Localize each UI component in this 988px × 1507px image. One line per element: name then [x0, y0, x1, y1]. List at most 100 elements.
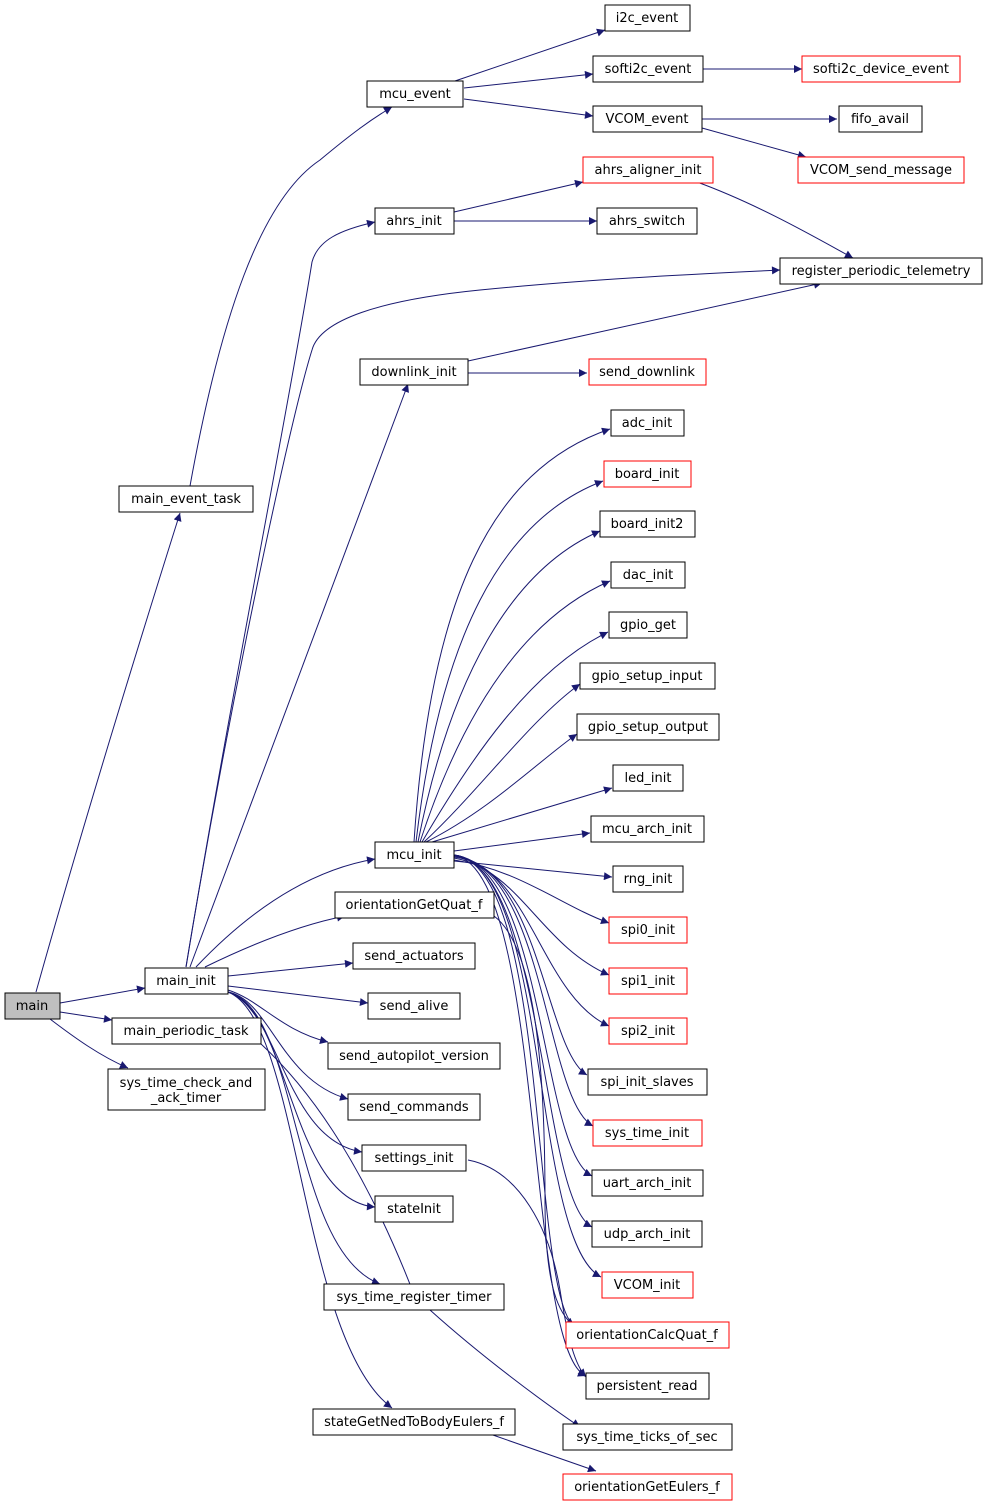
node-label: persistent_read [597, 1379, 698, 1394]
node-label: VCOM_event [606, 112, 689, 127]
edge-vcom-event-to-vcom-send-message [701, 127, 807, 159]
edge-state-get-ned-to-orientation-get-eulers [489, 1433, 597, 1473]
node-i2c-event[interactable]: i2c_event [604, 4, 691, 32]
node-board-init2[interactable]: board_init2 [599, 510, 696, 538]
edge-mcu-event-to-vcom-event [463, 98, 594, 119]
node-main-event-task[interactable]: main_event_task [118, 485, 254, 513]
edge-mcu-init-to-persistent-read [453, 854, 587, 1377]
node-label: board_init2 [611, 517, 684, 532]
node-sys-time-ticks-of-sec[interactable]: sys_time_ticks_of_sec [562, 1423, 733, 1451]
edge-main-init-to-sys-time-register-timer [227, 991, 381, 1285]
node-orientation-get-eulers-f[interactable]: orientationGetEulers_f [562, 1473, 733, 1501]
edge-main-init-to-state-init [227, 991, 376, 1211]
edge-mcu-init-to-vcom-init [453, 854, 602, 1278]
node-gpio-get[interactable]: gpio_get [608, 611, 688, 639]
edge-mcu-init-to-gpio-setup-input [423, 683, 581, 843]
node-gpio-setup-output[interactable]: gpio_setup_output [576, 713, 720, 741]
node-label: stateInit [387, 1202, 441, 1217]
node-settings-init[interactable]: settings_init [361, 1144, 467, 1172]
node-mcu-arch-init[interactable]: mcu_arch_init [590, 815, 705, 843]
node-softi2c-event[interactable]: softi2c_event [592, 55, 704, 83]
node-gpio-setup-input[interactable]: gpio_setup_input [579, 662, 716, 690]
node-uart-arch-init[interactable]: uart_arch_init [591, 1169, 704, 1197]
node-label: udp_arch_init [604, 1227, 691, 1242]
edge-main-to-main-periodic-task [59, 1011, 113, 1023]
node-rng-init[interactable]: rng_init [612, 865, 684, 893]
node-vcom-init[interactable]: VCOM_init [601, 1271, 694, 1299]
node-dac-init[interactable]: dac_init [610, 561, 686, 589]
edge-orientation-get-quat-to-calc-quat [493, 915, 575, 1327]
edge-main-to-main-init [59, 985, 146, 1004]
node-udp-arch-init[interactable]: udp_arch_init [591, 1220, 703, 1248]
node-main[interactable]: main [4, 992, 61, 1020]
edge-main-init-to-ahrs-init [185, 219, 376, 968]
edge-main-event-task-to-mcu-event [189, 106, 393, 487]
node-send-downlink[interactable]: send_downlink [588, 358, 707, 386]
edge-settings-init-to-persistent-read [467, 1159, 587, 1378]
edge-mcu-event-to-i2c-event [451, 28, 606, 83]
node-label: adc_init [622, 416, 672, 431]
node-ahrs-aligner-init[interactable]: ahrs_aligner_init [582, 156, 714, 184]
node-label: register_periodic_telemetry [792, 264, 971, 279]
node-label: send_commands [359, 1100, 469, 1115]
node-label: dac_init [623, 568, 673, 583]
node-led-init[interactable]: led_init [612, 764, 684, 792]
node-label: sys_time_register_timer [337, 1290, 493, 1305]
node-label: spi_init_slaves [600, 1075, 693, 1090]
node-label-line-1: sys_time_check_and [120, 1076, 253, 1091]
node-label: sys_time_ticks_of_sec [576, 1430, 717, 1445]
edge-main-init-to-orientation-get-quat [204, 913, 346, 968]
edge-ahrs-init-to-ahrs-aligner-init [453, 179, 584, 213]
edge-mcu-init-to-board-init2 [417, 530, 601, 843]
node-label: rng_init [624, 872, 673, 887]
node-sys-time-register-timer[interactable]: sys_time_register_timer [323, 1283, 505, 1311]
node-softi2c-device-event[interactable]: softi2c_device_event [801, 55, 961, 83]
node-board-init[interactable]: board_init [603, 460, 692, 488]
node-downlink-init[interactable]: downlink_init [359, 358, 469, 386]
node-send-commands[interactable]: send_commands [347, 1093, 481, 1121]
node-orientation-calc-quat-f[interactable]: orientationCalcQuat_f [565, 1321, 730, 1349]
node-spi2-init[interactable]: spi2_init [608, 1017, 688, 1045]
node-ahrs-init[interactable]: ahrs_init [374, 207, 455, 235]
node-vcom-send-message[interactable]: VCOM_send_message [797, 156, 965, 184]
edge-mcu-init-to-uart-arch-init [453, 854, 593, 1177]
node-fifo-avail[interactable]: fifo_avail [838, 105, 923, 133]
edge-mcu-init-to-orientation-calc-quat [453, 854, 575, 1327]
node-main-init[interactable]: main_init [144, 967, 229, 995]
node-label: gpio_setup_input [592, 669, 703, 684]
node-label: sys_time_init [605, 1126, 689, 1141]
node-main-periodic-task[interactable]: main_periodic_task [111, 1017, 262, 1045]
edge-main-to-sys-time-check [49, 1018, 129, 1069]
node-spi-init-slaves[interactable]: spi_init_slaves [587, 1068, 708, 1096]
node-register-periodic-telemetry[interactable]: register_periodic_telemetry [779, 257, 983, 285]
node-label: send_alive [380, 999, 449, 1014]
node-state-get-ned-to-body-eulers-f[interactable]: stateGetNedToBodyEulers_f [312, 1408, 516, 1436]
node-send-autopilot-version[interactable]: send_autopilot_version [327, 1042, 501, 1070]
edge-mcu-init-to-adc-init [413, 427, 611, 843]
node-send-actuators[interactable]: send_actuators [352, 942, 476, 970]
node-label: settings_init [375, 1151, 454, 1166]
node-mcu-init[interactable]: mcu_init [374, 841, 455, 869]
node-mcu-event[interactable]: mcu_event [366, 80, 464, 108]
node-sys-time-check-and-ack-timer[interactable]: sys_time_check_and _ack_timer [107, 1068, 266, 1111]
node-spi0-init[interactable]: spi0_init [608, 916, 688, 944]
node-orientation-get-quat-f[interactable]: orientationGetQuat_f [334, 891, 495, 919]
edge-main-init-to-downlink-init [189, 383, 409, 968]
edge-main-init-to-register-periodic-telemetry [185, 266, 781, 968]
node-state-init[interactable]: stateInit [374, 1195, 454, 1223]
node-send-alive[interactable]: send_alive [367, 992, 461, 1020]
node-label: orientationGetQuat_f [346, 898, 483, 913]
node-ahrs-switch[interactable]: ahrs_switch [596, 207, 698, 235]
node-adc-init[interactable]: adc_init [610, 409, 685, 437]
node-persistent-read[interactable]: persistent_read [585, 1372, 710, 1400]
node-label: main_event_task [131, 492, 241, 507]
node-vcom-event[interactable]: VCOM_event [592, 105, 703, 133]
nodes: main main_event_task main_init main_peri… [4, 4, 983, 1501]
edge-main-init-to-send-autopilot-version [227, 989, 329, 1044]
node-sys-time-init[interactable]: sys_time_init [592, 1119, 703, 1147]
node-label: main [16, 999, 48, 1014]
node-label: led_init [625, 771, 672, 786]
node-spi1-init[interactable]: spi1_init [608, 967, 688, 995]
node-label: ahrs_aligner_init [595, 163, 702, 178]
node-label: ahrs_init [386, 214, 441, 229]
